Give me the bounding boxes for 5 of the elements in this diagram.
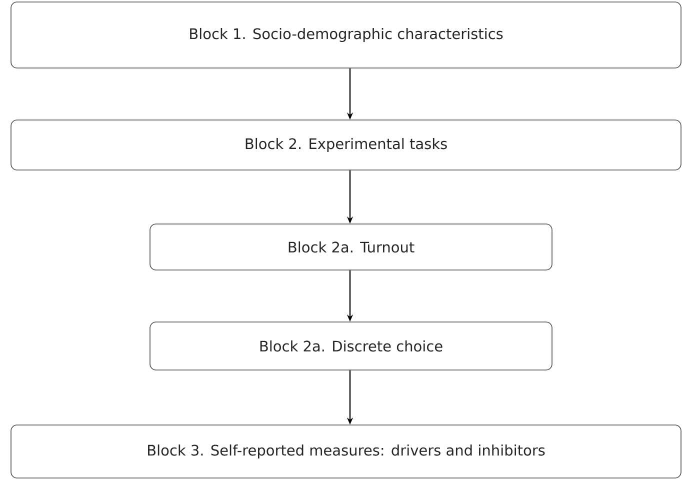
- process-box: Block 2a. Discrete choice: [150, 322, 552, 370]
- process-box: Block 2a. Turnout: [150, 224, 552, 270]
- process-box: Block 1. Socio-demographic characteristics: [10, 2, 682, 68]
- process-box: Block 3. Self-reported measures: drivers and inhibitors: [10, 424, 682, 478]
- process-box: Block 2. Experimental tasks: [10, 120, 682, 170]
